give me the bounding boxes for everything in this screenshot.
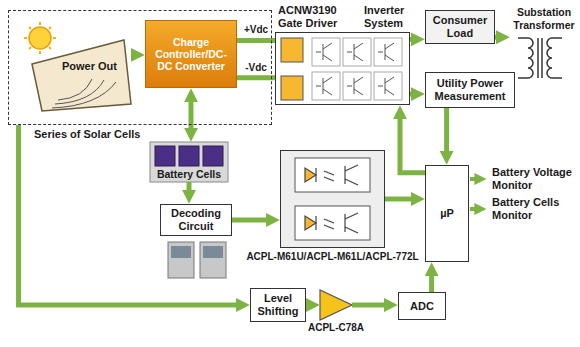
node-label: Utility Power Measurement (429, 77, 511, 103)
inverter-circuit (281, 38, 402, 100)
dashed-region: Series of Solar CellsPower OutCharge Con… (8, 10, 272, 125)
node-label: Substation Transformer (510, 6, 578, 32)
battery-node: Battery Cells (150, 142, 228, 182)
processor-box: µP (425, 165, 469, 262)
power-connector (232, 218, 270, 223)
process-box: ADC (398, 292, 446, 320)
node-label: ACPL-M61U/ACPL-M61L/ACPL-772L (246, 251, 418, 263)
transistor-symbol (312, 72, 340, 100)
power-connector (187, 182, 192, 194)
charge-controller-box: Charge Controller/DC-DC Converter (145, 20, 237, 88)
transformer-symbol (518, 38, 562, 78)
node-label: µP (440, 207, 454, 220)
power-connector (189, 98, 194, 132)
process-box: Consumer Load (425, 10, 495, 44)
power-connector (306, 303, 310, 308)
voltage-label: +Vdc (243, 24, 269, 36)
power-connector (237, 75, 275, 80)
transistor-symbol (343, 72, 371, 100)
amplifier-symbol (320, 290, 352, 320)
power-connector (444, 108, 449, 155)
power-connector (495, 35, 500, 40)
power-connector (429, 272, 434, 292)
power-connector (385, 197, 415, 202)
node-label: Series of Solar Cells (34, 128, 140, 141)
process-box: Decoding Circuit (160, 204, 232, 236)
power-connector (237, 38, 275, 43)
process-box: Level Shifting (250, 288, 306, 322)
power-connector (400, 115, 425, 173)
transistor-symbol (312, 38, 340, 66)
process-box: Utility Power Measurement (425, 72, 515, 108)
node-label: Decoding Circuit (164, 207, 228, 233)
node-label: Power Out (62, 60, 117, 73)
power-connector (410, 92, 415, 97)
solar-panel (32, 40, 131, 111)
power-connector (132, 52, 135, 57)
node-label: Consumer Load (429, 14, 491, 40)
power-connector (19, 125, 240, 305)
sun-icon (24, 22, 56, 54)
node-label: Charge Controller/DC-DC Converter (149, 36, 233, 72)
amplifier-node: ACPL-C78A (320, 290, 352, 320)
inverter-box: ACNW3190 Gate DriverInverter System (275, 32, 410, 105)
transistor-symbol (343, 38, 371, 66)
node-label: ADC (410, 300, 434, 313)
node-label: Battery Cells (150, 168, 228, 181)
transistor-symbol (374, 72, 402, 100)
optocoupler-box: ACPL-M61U/ACPL-M61L/ACPL-772L (280, 150, 385, 248)
transformer-node: Substation Transformer (510, 4, 578, 80)
node-label: Level Shifting (254, 292, 302, 318)
voltage-label: -Vdc (244, 62, 268, 74)
monitor-arrows (470, 179, 478, 209)
transistor-symbol (374, 38, 402, 66)
monitor-label: Battery Cells Monitor (492, 196, 576, 222)
monitor-label: Battery Voltage Monitor (492, 166, 576, 192)
node-label: Inverter System (364, 4, 416, 30)
opto-element (305, 213, 358, 233)
solar-panel-node: Power Out (14, 20, 132, 112)
power-connector (410, 37, 415, 42)
power-connector (352, 303, 388, 308)
node-label: ACNW3190 Gate Driver (278, 4, 350, 30)
opto-element (305, 165, 358, 185)
computer-icons (168, 242, 226, 278)
battery-pack (150, 142, 228, 182)
optocoupler-body (280, 150, 385, 248)
node-label: ACPL-C78A (308, 322, 364, 334)
